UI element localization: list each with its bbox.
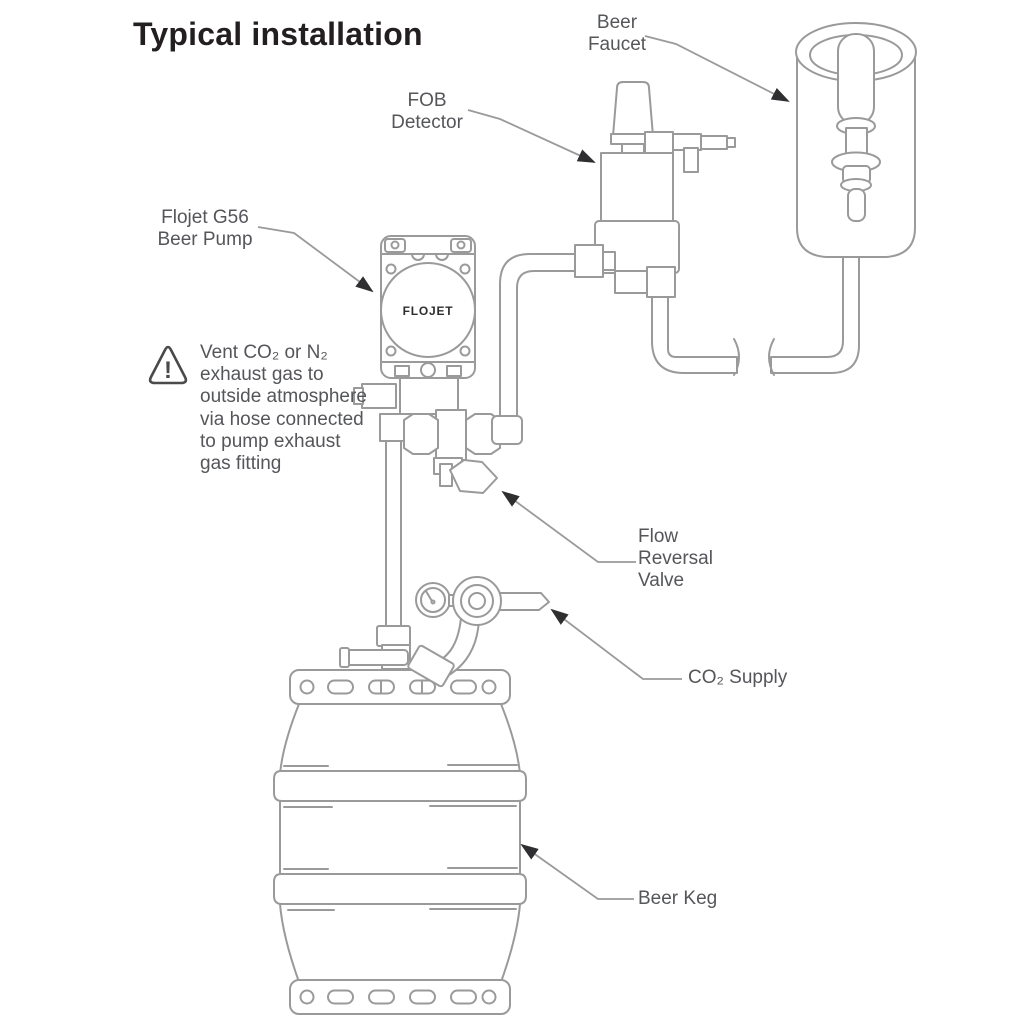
warning-triangle-icon: !: [148, 345, 188, 385]
flow-reversal-valve-drawing: [439, 459, 498, 494]
label-co2-supply: CO₂ Supply: [688, 667, 788, 688]
leader-beer-faucet: [644, 35, 790, 102]
tube-break-marks: [733, 338, 775, 376]
leader-beer-pump: [257, 226, 374, 293]
pump-logo: FLOJET: [403, 304, 454, 318]
leader-flow-reversal-valve: [501, 490, 636, 563]
co2-regulator-drawing: [415, 576, 550, 626]
label-flow-reversal-valve: Flow Reversal Valve: [638, 526, 713, 592]
fob-inlet-fitting: [574, 244, 616, 278]
pressure-gauge: [415, 582, 451, 618]
label-beer-faucet: Beer Faucet: [587, 12, 647, 56]
label-beer-keg: Beer Keg: [638, 888, 718, 909]
leader-fob-detector: [467, 109, 596, 163]
pump-to-fob-hose: [499, 253, 579, 429]
label-beer-pump: Flojet G56 Beer Pump: [157, 207, 253, 251]
beer-line-to-faucet: [770, 249, 860, 374]
beer-line-from-fob: [651, 295, 738, 374]
leader-beer-keg: [520, 843, 634, 900]
beer-faucet-drawing: [831, 33, 881, 222]
beer-keg-drawing: [273, 669, 527, 1015]
beer-pump-drawing: FLOJET: [353, 235, 523, 494]
leader-lines: [257, 35, 790, 900]
pump-exhaust-fitting: [353, 383, 397, 409]
warning-note: Vent CO₂ or N₂ exhaust gas to outside at…: [200, 342, 367, 475]
keg-coupler-drawing: [339, 625, 455, 688]
diagram-title: Typical installation: [133, 16, 423, 52]
keg-to-pump-line: [385, 435, 402, 629]
leader-co2-supply: [550, 608, 682, 680]
label-fob-detector: FOB Detector: [391, 90, 463, 134]
beer-faucet-tower-drawing: [795, 22, 917, 258]
warning-exclamation-mark: !: [164, 357, 172, 384]
